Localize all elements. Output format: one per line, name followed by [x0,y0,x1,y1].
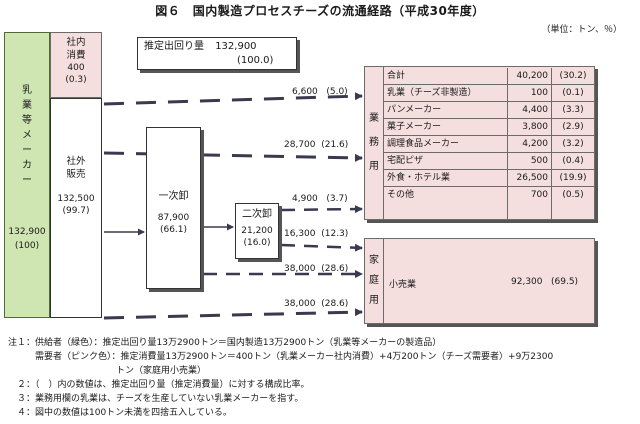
estimate-box: 推定出回り量 132,900 (100.0) [137,37,297,70]
business-row-name: 宅配ピザ [383,153,508,170]
business-row-value: 26,500 [508,170,552,187]
maker-label-char: 等 [22,115,32,126]
footnote-line: ４：図中の数値は100トン未満を四捨五入している。 [8,408,232,418]
in-house-pct: (0.3) [65,75,87,85]
external-label-char: 販売 [66,169,86,180]
household-use-box: 家庭用 小売業 92,300 (69.5) [364,238,595,324]
maker-label-char: 業 [22,100,32,111]
business-row-name: 外食・ホテル業 [383,170,508,187]
business-row-value: 4,400 [508,102,552,119]
business-row-name: 乳業（チーズ非製造） [383,85,508,102]
secondary-wholesaler-box: 二次卸 21,200 (16.0) [235,203,279,259]
maker-value: 132,900 [8,227,46,237]
business-row-name: パンメーカー [383,102,508,119]
business-row-pct: (30.2) [552,68,594,85]
maker-label-char: ー [22,175,32,186]
flow-arrow-6 [103,308,363,320]
business-label-char: 務 [369,137,379,148]
business-row-name: 調理食品メーカー [383,136,508,153]
flow-arrow-1 [103,92,363,106]
business-row-value: 700 [508,187,552,219]
business-row-name: 合計 [383,68,508,85]
business-row-value: 500 [508,153,552,170]
household-value: 92,300 [511,277,543,287]
flow-label-3: 4,900 (3.7) [292,194,348,204]
in-house-box: 社内消費 400 (0.3) [50,32,102,98]
estimate-value: 132,900 [215,41,257,52]
household-pct: (69.5) [551,277,579,287]
flow-label-4: 16,300 (12.3) [284,229,349,239]
business-row-name: その他 [383,187,508,219]
footnote-line: トン（家庭用小売業） [8,366,207,376]
business-row-value: 3,800 [508,119,552,136]
maker-label-char: カ [22,160,32,171]
in-house-value: 400 [67,63,85,73]
business-row-pct: (0.5) [562,190,584,200]
flow-label-2: 28,700 (21.6) [284,140,349,150]
flow-label-6: 38,000 (28.6) [284,299,349,309]
flow-arrow-4 [280,243,363,252]
external-pct: (99.7) [62,206,90,216]
in-house-label-char: 社内 [66,37,86,48]
primary-value: 87,900 [157,213,190,223]
secondary-pct: (16.0) [243,238,271,248]
business-row-pct: (3.2) [552,136,594,153]
household-label-char: 庭 [369,275,379,286]
external-label-char: 社外 [66,156,86,167]
flow-label-1: 6,600 (5.0) [292,87,348,97]
secondary-label: 二次卸 [242,209,272,220]
business-row-pct: (0.4) [552,153,594,170]
in-house-label-char: 消費 [66,50,86,61]
maker-label-char: メ [22,130,32,141]
business-row-value: 40,200 [508,68,552,85]
business-row-pct: (19.9) [552,170,594,187]
business-label-char: 用 [369,161,379,172]
primary-wholesaler-box: 一次卸 87,900 (66.1) [146,127,201,289]
business-row-pct: (2.9) [552,119,594,136]
business-label-char: 業 [369,113,379,124]
business-row-value: 100 [508,85,552,102]
primary-pct: (66.1) [159,225,188,235]
maker-label-char: 乳 [22,85,32,96]
maker-label-char: ー [22,145,32,156]
business-row-value: 4,200 [508,136,552,153]
figure-title: 図６ 国内製造プロセスチーズの流通経路（平成30年度） [155,4,485,18]
maker-box: 乳業等メーカー 132,900 (100) [4,32,50,318]
household-label-char: 家 [369,255,379,266]
estimate-pct: (100.0) [237,55,274,66]
household-name: 小売業 [389,280,417,290]
external-sales-box: 社外販売 132,500 (99.7) [50,98,102,318]
footnote-line: ３：業務用欄の乳業は、チーズを生産していない乳業メーカーを指す。 [8,394,304,404]
external-value: 132,500 [57,194,95,204]
flow-arrow-3 [280,205,363,214]
flow-arrow-2 [103,151,363,162]
primary-label: 一次卸 [158,191,189,202]
footnote-line: 需要者（ピンク色）：推定消費量13万2900トン＝400トン（乳業メーカー社内消… [8,352,554,362]
secondary-value: 21,200 [241,226,273,236]
business-row-pct: (3.3) [552,102,594,119]
maker-pct: (100) [14,241,40,251]
estimate-label: 推定出回り量 [144,41,204,52]
household-label-char: 用 [369,295,379,306]
footnote-line: ２：（ ）内の数値は、推定出回り量（推定消費量）に対する構成比率。 [8,380,310,390]
business-row-pct: (0.1) [552,85,594,102]
business-row-name: 菓子メーカー [383,119,508,136]
unit-label: （単位：トン、％） [541,25,622,35]
footnote-line: 注１：供給者（緑色）：推定出回り量13万2900トン＝国内製造13万2900トン… [8,338,442,348]
flow-label-5: 38,000 (28.6) [284,264,349,274]
